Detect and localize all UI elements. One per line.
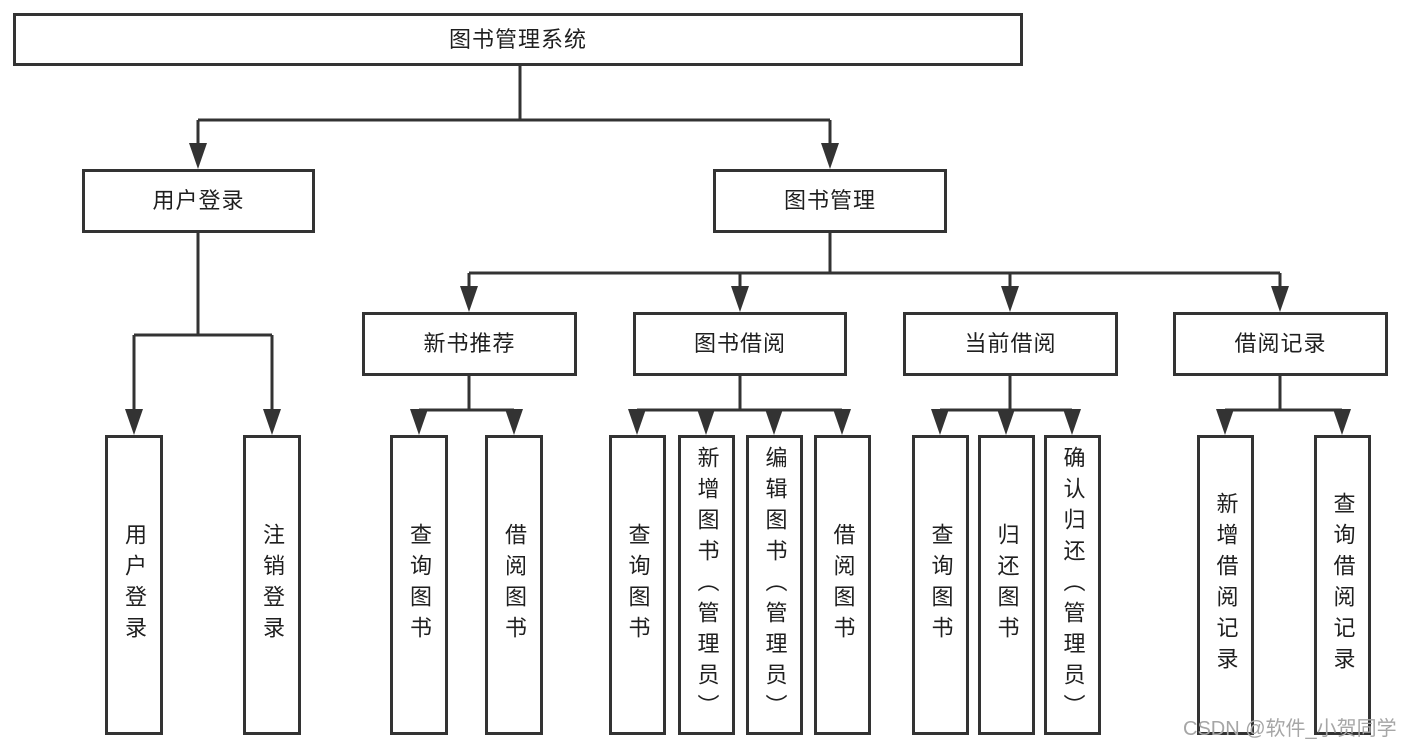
arrow-down-icon: [1333, 409, 1351, 435]
leaf-return-books: 归还图书: [978, 435, 1035, 735]
arrow-down-icon: [1216, 409, 1234, 435]
node-borrow-records: 借阅记录: [1173, 312, 1388, 376]
connector-book-management-to-level3: [467, 233, 1282, 288]
leaf-query-books-borrow: 查询图书: [609, 435, 666, 735]
node-user-login: 用户登录: [82, 169, 315, 233]
arrow-down-icon: [460, 286, 478, 312]
connector-line: [938, 376, 1074, 412]
connector-line: [417, 376, 516, 412]
connector-root-to-level2: [196, 66, 832, 145]
arrow-down-icon: [505, 409, 523, 435]
arrow-down-icon: [731, 286, 749, 312]
arrow-down-icon: [931, 409, 949, 435]
node-current-borrow: 当前借阅: [903, 312, 1118, 376]
leaf-borrow-books-recommend: 借阅图书: [485, 435, 543, 735]
leaf-query-borrow-record: 查询借阅记录: [1314, 435, 1371, 735]
connector-line: [132, 233, 274, 411]
leaf-add-borrow-record: 新增借阅记录: [1197, 435, 1254, 735]
leaf-borrow-books: 借阅图书: [814, 435, 871, 735]
arrow-down-icon: [1271, 286, 1289, 312]
csdn-watermark: CSDN @软件_小贺同学: [1183, 718, 1397, 740]
leaf-confirm-return-admin: 确认归还（管理员）: [1044, 435, 1101, 735]
node-new-book-recommend: 新书推荐: [362, 312, 577, 376]
arrow-down-icon: [833, 409, 851, 435]
arrow-down-icon: [628, 409, 646, 435]
arrow-down-icon: [765, 409, 783, 435]
connector-user-login-to-leaves: [132, 233, 274, 411]
leaf-add-book-admin: 新增图书（管理员）: [678, 435, 735, 735]
arrow-down-icon: [189, 143, 207, 169]
node-book-borrow: 图书借阅: [633, 312, 847, 376]
connector-book-borrow-to-leaves: [635, 376, 844, 412]
leaf-logout: 注销登录: [243, 435, 301, 735]
node-root: 图书管理系统: [13, 13, 1023, 66]
connector-borrow-records-to-leaves: [1223, 376, 1344, 412]
arrow-down-icon: [410, 409, 428, 435]
connector-new-book-recommend-to-leaves: [417, 376, 516, 412]
arrow-down-icon: [263, 409, 281, 435]
arrow-down-icon: [821, 143, 839, 169]
arrow-down-icon: [1001, 286, 1019, 312]
leaf-edit-book-admin: 编辑图书（管理员）: [746, 435, 803, 735]
arrow-down-icon: [1063, 409, 1081, 435]
node-book-management: 图书管理: [713, 169, 947, 233]
leaf-query-books-recommend: 查询图书: [390, 435, 448, 735]
connector-line: [1223, 376, 1344, 412]
leaf-user-login: 用户登录: [105, 435, 163, 735]
connector-current-borrow-to-leaves: [938, 376, 1074, 412]
arrow-down-icon: [697, 409, 715, 435]
leaf-query-books-current: 查询图书: [912, 435, 969, 735]
connector-line: [467, 233, 1282, 288]
arrow-down-icon: [997, 409, 1015, 435]
connector-line: [196, 66, 832, 145]
arrow-down-icon: [125, 409, 143, 435]
connector-line: [635, 376, 844, 412]
